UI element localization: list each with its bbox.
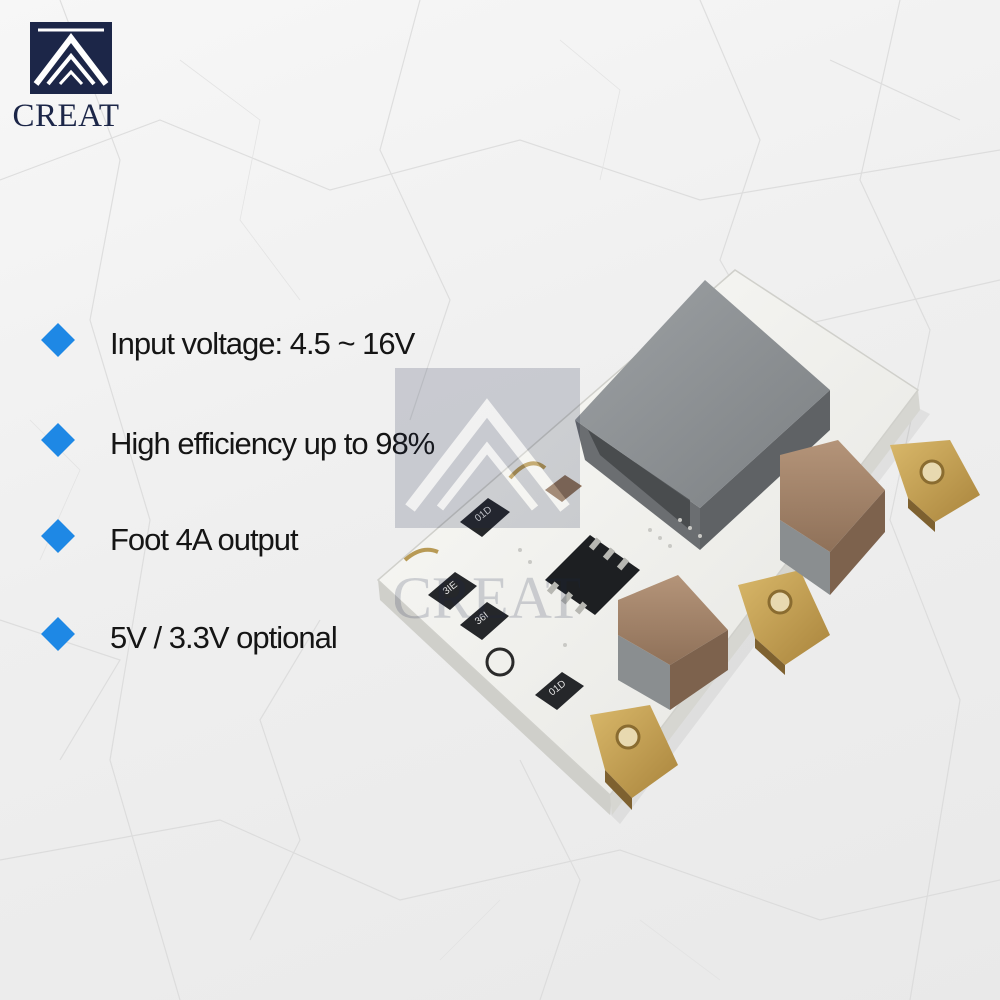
smd-resistor: 01D bbox=[460, 498, 510, 537]
svg-text:CREAT: CREAT bbox=[395, 565, 580, 631]
diamond-bullet-icon bbox=[41, 423, 75, 457]
diamond-bullet-icon bbox=[41, 323, 75, 357]
feature-item-output-current: Foot 4A output bbox=[41, 508, 512, 568]
ic-chip bbox=[545, 535, 640, 615]
pcb-module-photo: 01D 3IE 36I 01D bbox=[376, 269, 980, 824]
feature-item-input-voltage: Input voltage: 4.5 ~ 16V bbox=[41, 312, 512, 372]
solder-pad bbox=[738, 570, 830, 675]
feature-item-efficiency: High efficiency up to 98% bbox=[41, 412, 512, 472]
feature-label: Foot 4A output bbox=[110, 522, 299, 557]
solder-pad bbox=[590, 705, 678, 810]
feature-label: Input voltage: 4.5 ~ 16V bbox=[110, 326, 415, 361]
feature-label: High efficiency up to 98% bbox=[110, 426, 435, 461]
diamond-bullet-icon bbox=[41, 617, 75, 651]
solder-pad bbox=[890, 440, 980, 532]
smd-resistor: 01D bbox=[535, 672, 584, 710]
mountain-roof-logo-icon bbox=[30, 22, 112, 94]
feature-label: 5V / 3.3V optional bbox=[110, 620, 338, 655]
smd-resistor: 36I bbox=[460, 602, 509, 640]
inductor-component bbox=[575, 280, 830, 550]
capacitor-component bbox=[780, 440, 885, 595]
brand-watermark-icon: CREAT bbox=[395, 368, 580, 631]
smd-resistor: 3IE bbox=[428, 572, 477, 610]
brand-logo: CREAT bbox=[12, 22, 120, 134]
feature-item-voltage-option: 5V / 3.3V optional bbox=[41, 606, 512, 666]
brand-name: CREAT bbox=[12, 98, 120, 134]
diamond-bullet-icon bbox=[41, 519, 75, 553]
capacitor-component bbox=[618, 575, 728, 710]
